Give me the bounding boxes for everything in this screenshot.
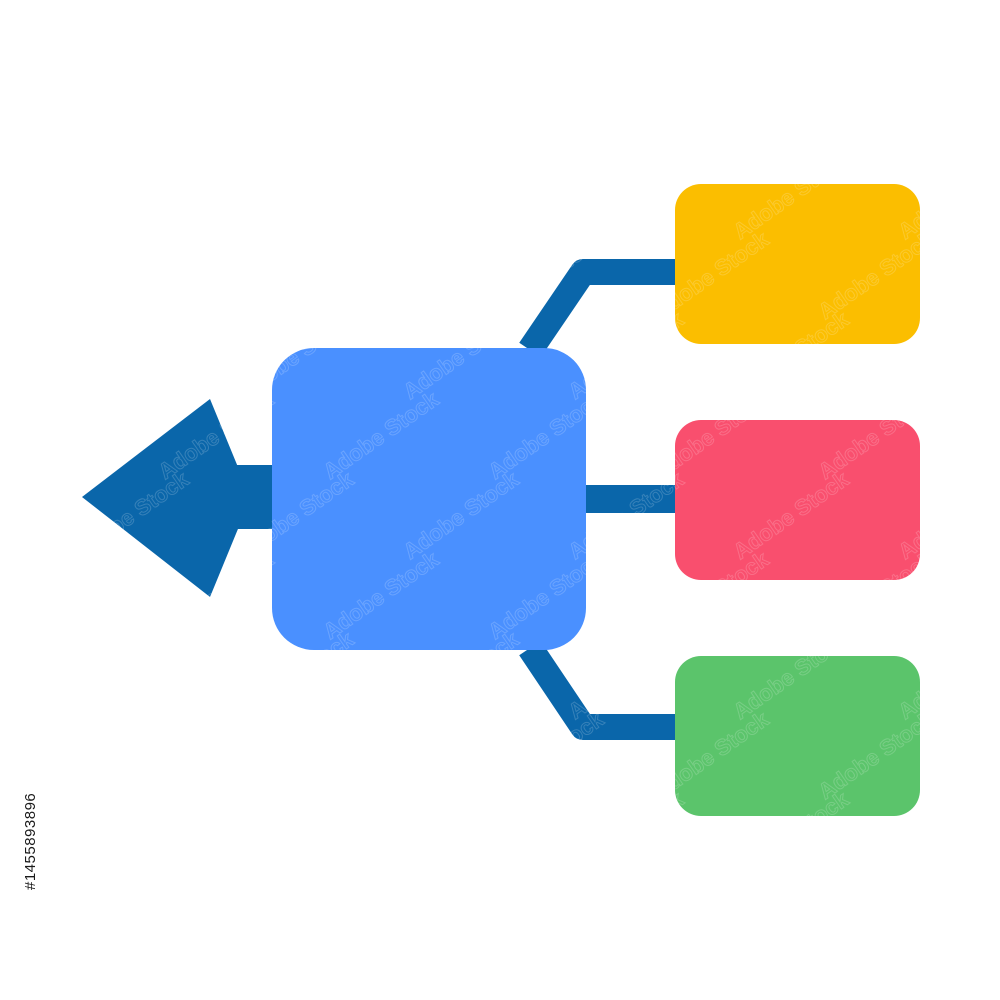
connector-top <box>519 259 690 358</box>
arrow-head <box>82 399 240 597</box>
hub-node <box>272 348 586 650</box>
branch-node-top <box>675 184 920 344</box>
branch-node-bottom <box>675 656 920 816</box>
stock-id-text: #1455893896 <box>22 792 39 890</box>
branch-node-middle <box>675 420 920 580</box>
connector-bottom <box>519 640 690 740</box>
